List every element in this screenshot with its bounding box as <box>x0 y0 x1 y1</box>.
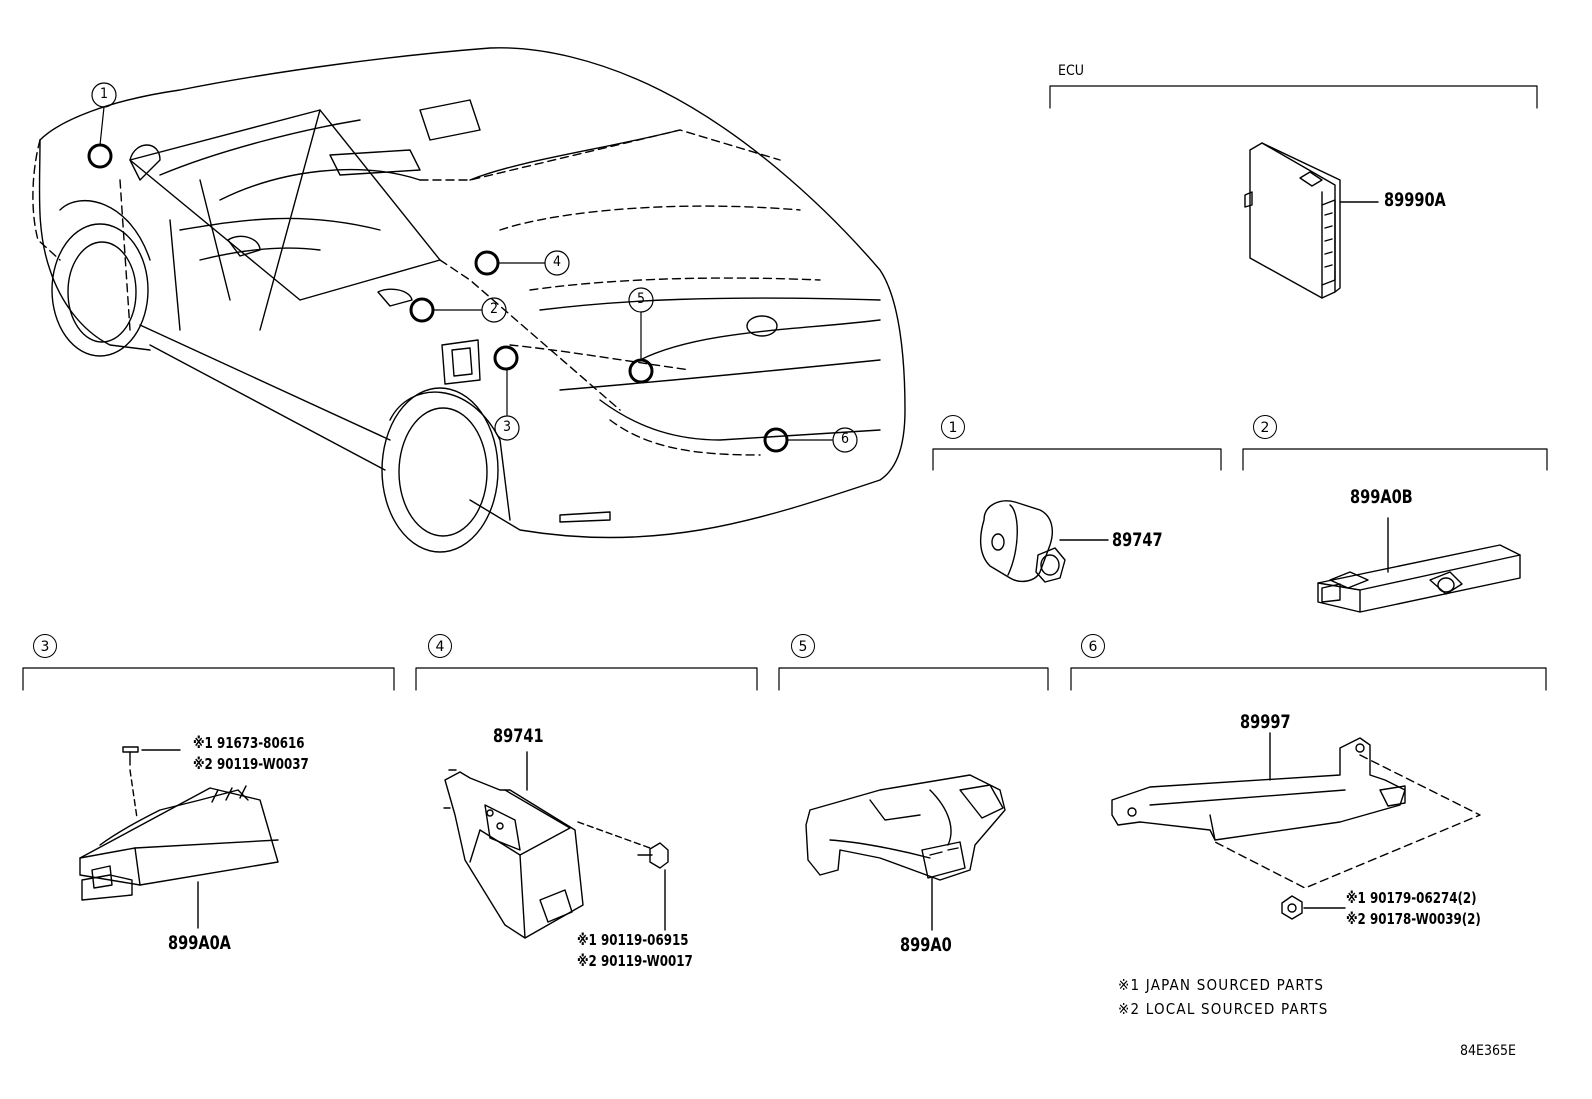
fastener-s4-japan[interactable]: ※1 90119-06915 <box>577 931 689 949</box>
vehicle-illustration <box>32 47 906 553</box>
legend-note-local: ※2 LOCAL SOURCED PARTS <box>1118 1000 1329 1018</box>
section-5-number: 5 <box>791 634 815 658</box>
section-brackets <box>22 85 1548 691</box>
ecu-module-drawing <box>1244 142 1379 299</box>
legend-note-japan: ※1 JAPAN SOURCED PARTS <box>1118 976 1325 994</box>
section-1-number: 1 <box>941 415 965 439</box>
part-number-899A0B[interactable]: 899A0B <box>1350 486 1413 508</box>
part-number-89990A[interactable]: 89990A <box>1384 189 1446 211</box>
part-number-899A0[interactable]: 899A0 <box>900 934 952 956</box>
vehicle-callout-markers <box>87 143 789 453</box>
part-89741-drawing <box>443 751 669 939</box>
ecu-section-label: ECU <box>1058 63 1084 79</box>
part-number-89741[interactable]: 89741 <box>493 725 544 747</box>
part-number-899A0A[interactable]: 899A0A <box>168 932 231 954</box>
vehicle-callout-5: 5 <box>637 291 646 307</box>
part-899A0A-drawing <box>79 746 279 929</box>
section-2-number: 2 <box>1253 415 1277 439</box>
callout-leaders <box>99 106 833 441</box>
part-89747-drawing <box>979 500 1109 583</box>
vehicle-callout-1: 1 <box>100 86 109 102</box>
fastener-s6-local[interactable]: ※2 90178-W0039(2) <box>1346 910 1481 928</box>
fastener-s6-japan[interactable]: ※1 90179-06274(2) <box>1346 889 1477 907</box>
part-89997-drawing <box>1111 732 1481 920</box>
callout-number-circles <box>91 82 858 453</box>
section-3-number: 3 <box>33 634 57 658</box>
part-number-89997[interactable]: 89997 <box>1240 711 1291 733</box>
vehicle-callout-3: 3 <box>503 419 512 435</box>
fastener-s4-local[interactable]: ※2 90119-W0017 <box>577 952 693 970</box>
vehicle-callout-2: 2 <box>490 301 499 317</box>
fastener-s3-japan[interactable]: ※1 91673-80616 <box>193 734 305 752</box>
vehicle-callout-6: 6 <box>841 431 850 447</box>
vehicle-callout-4: 4 <box>553 254 562 270</box>
diagram-code: 84E365E <box>1460 1043 1516 1059</box>
part-899A0B-drawing <box>1317 517 1521 613</box>
fastener-s3-local[interactable]: ※2 90119-W0037 <box>193 755 309 773</box>
part-number-89747[interactable]: 89747 <box>1112 529 1163 551</box>
section-6-number: 6 <box>1081 634 1105 658</box>
part-899A0-drawing <box>805 774 1006 931</box>
section-4-number: 4 <box>428 634 452 658</box>
